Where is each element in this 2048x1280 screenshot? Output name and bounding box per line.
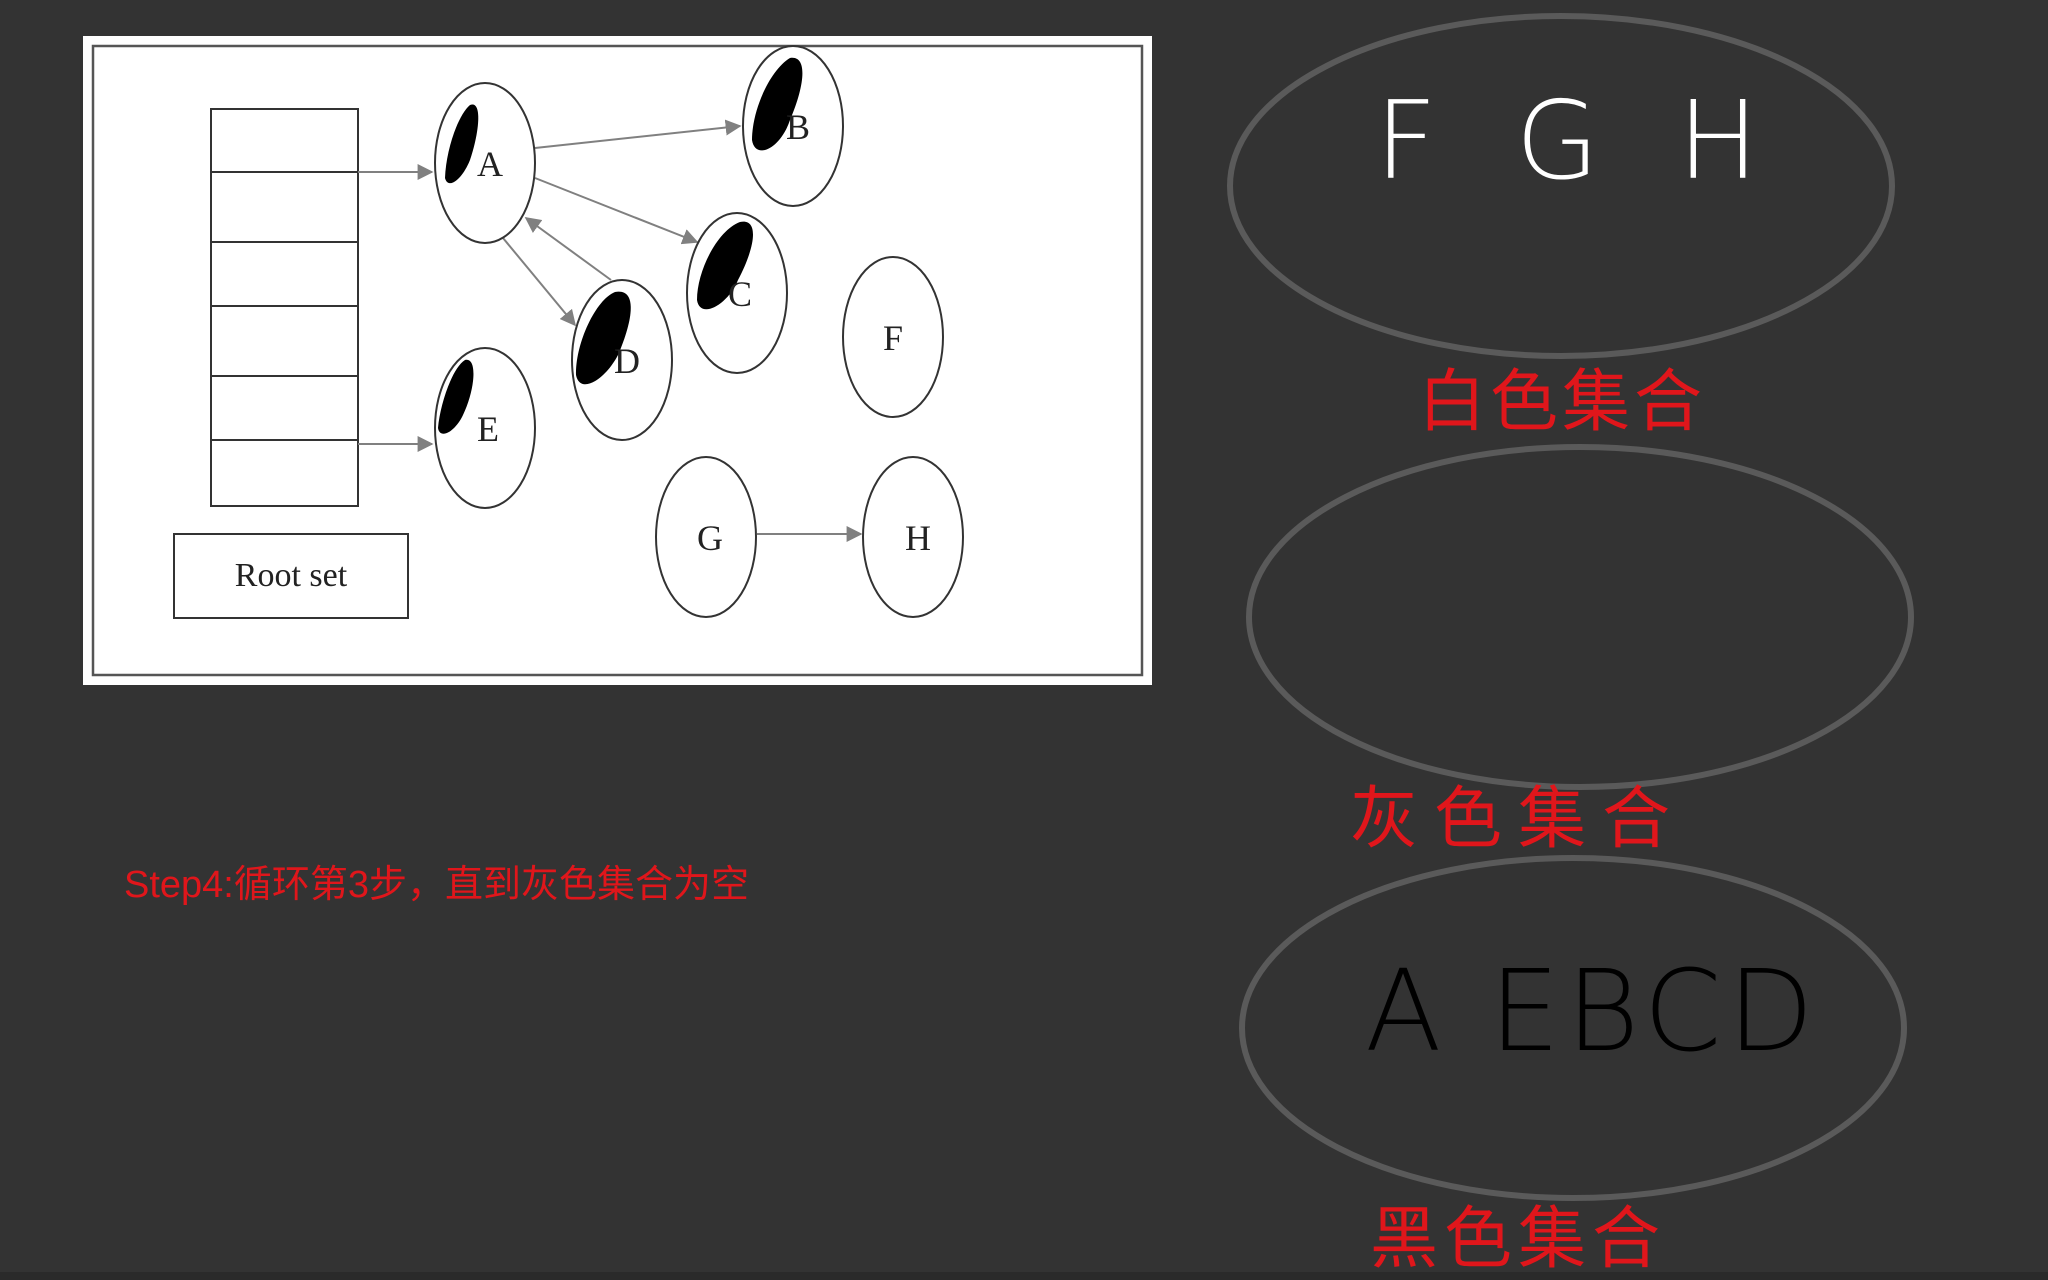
node-label: H bbox=[905, 518, 931, 558]
node-g: G bbox=[655, 456, 757, 618]
gc-diagram-panel: Root set A B C bbox=[83, 36, 1152, 685]
node-h: H bbox=[862, 456, 964, 618]
node-label: G bbox=[697, 518, 723, 558]
node-c: C bbox=[686, 212, 788, 374]
node-label: F bbox=[883, 318, 903, 358]
diagram-frame bbox=[91, 44, 1144, 677]
black-scribble-mark bbox=[445, 104, 479, 184]
node-label: E bbox=[477, 409, 499, 449]
black-set-label: 黑色集合 bbox=[1370, 1200, 1666, 1279]
root-set-label: Root set bbox=[235, 557, 348, 594]
edge-a-b bbox=[534, 119, 742, 149]
bottom-strip bbox=[0, 1272, 2048, 1280]
node-f: F bbox=[842, 256, 944, 418]
node-d: D bbox=[571, 279, 673, 441]
node-e: E bbox=[434, 347, 536, 509]
white-set-label: 白色集合 bbox=[1418, 363, 1706, 442]
black-set-ellipse bbox=[1239, 855, 1907, 1201]
black-set-contents: A EBCD bbox=[1365, 947, 1820, 1077]
black-scribble-mark bbox=[438, 359, 474, 434]
gray-set: 灰色集合 bbox=[1246, 444, 1914, 859]
node-label: C bbox=[728, 274, 752, 314]
node-label: A bbox=[477, 144, 503, 184]
edge-a-c bbox=[534, 177, 699, 245]
root-set-stack bbox=[210, 108, 359, 507]
edge-a-d bbox=[502, 237, 577, 327]
black-scribble-mark bbox=[697, 221, 753, 310]
root-set-box: Root set bbox=[173, 533, 409, 619]
gray-set-ellipse bbox=[1246, 444, 1914, 790]
gray-set-label: 灰色集合 bbox=[1350, 780, 1686, 859]
edges bbox=[358, 119, 863, 542]
black-scribble-mark bbox=[752, 57, 803, 151]
white-set-contents: F G H bbox=[1375, 79, 1781, 204]
step-caption: Step4:循环第3步，直到灰色集合为空 bbox=[124, 864, 749, 906]
node-label: D bbox=[614, 341, 640, 381]
node-a: A bbox=[434, 82, 536, 244]
white-set-ellipse bbox=[1227, 13, 1895, 359]
black-set: A EBCD 黑色集合 bbox=[1239, 855, 1907, 1279]
edge-d-a bbox=[524, 217, 612, 281]
black-scribble-mark bbox=[575, 291, 631, 385]
white-set: F G H 白色集合 bbox=[1227, 13, 1895, 442]
node-label: B bbox=[786, 107, 810, 147]
node-b: B bbox=[742, 45, 844, 207]
